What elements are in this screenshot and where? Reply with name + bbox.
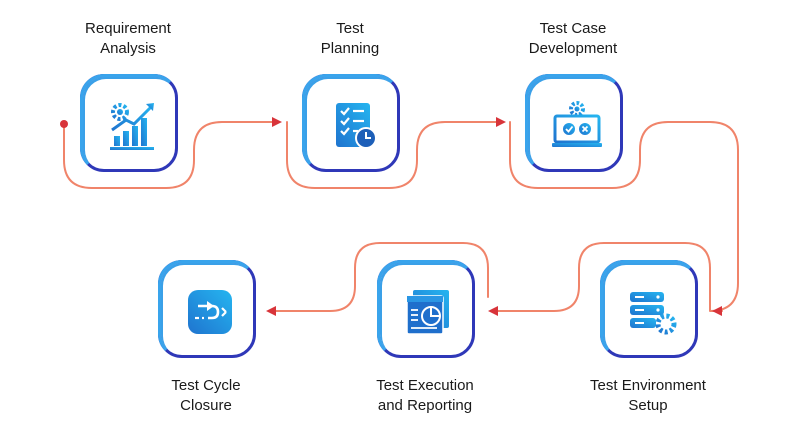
step-1-label: Requirement Analysis xyxy=(48,19,208,59)
step-3-label-line1: Test Case xyxy=(539,20,607,37)
step-1-label-line1: Requirement xyxy=(85,20,171,37)
server-gear-icon xyxy=(630,292,677,335)
step-5-card[interactable] xyxy=(377,260,475,358)
step-1-card[interactable] xyxy=(80,74,178,172)
step-6-label-line2: Closure xyxy=(180,397,232,414)
step-3-label-line2: Development xyxy=(528,40,618,57)
step-4-label: Test Environment Setup xyxy=(568,376,728,416)
arrowhead-to-step3 xyxy=(496,117,506,127)
step-6-card[interactable] xyxy=(158,260,256,358)
step-2-label-line2: Planning xyxy=(320,40,380,57)
step-1-label-line2: Analysis xyxy=(100,40,156,57)
report-pie-chart-icon xyxy=(406,290,449,335)
step-2-label-line1: Test xyxy=(336,20,364,37)
step-5-label-line2: and Reporting xyxy=(377,397,473,414)
arrowhead-to-step4 xyxy=(712,306,722,316)
arrowhead-to-step5 xyxy=(488,306,498,316)
arrowhead-to-step6 xyxy=(266,306,276,316)
step-6-label: Test Cycle Closure xyxy=(126,376,286,416)
step-2-label: Test Planning xyxy=(270,19,430,59)
arrowhead-to-step2 xyxy=(272,117,282,127)
connector-2-3 xyxy=(286,121,497,189)
step-2-card[interactable] xyxy=(302,74,400,172)
step-6-label-line1: Test Cycle xyxy=(171,377,241,394)
step-4-label-line2: Setup xyxy=(628,397,668,414)
step-4-label-line1: Test Environment xyxy=(590,377,706,394)
start-dot xyxy=(60,120,68,128)
step-4-card[interactable] xyxy=(600,260,698,358)
laptop-gear-check-icon xyxy=(552,101,602,147)
exit-arrow-icon xyxy=(188,290,232,334)
connector-4-5 xyxy=(497,242,711,312)
gear-growth-chart-icon xyxy=(110,103,154,150)
step-5-label-line1: Test Execution xyxy=(376,377,474,394)
step-3-card[interactable] xyxy=(525,74,623,172)
checklist-clock-icon xyxy=(336,103,377,149)
step-3-label: Test Case Development xyxy=(493,19,653,59)
connector-5-6 xyxy=(275,242,489,312)
step-5-label: Test Execution and Reporting xyxy=(345,376,505,416)
connector-3-4 xyxy=(509,121,739,312)
connector-1-2 xyxy=(63,121,273,189)
